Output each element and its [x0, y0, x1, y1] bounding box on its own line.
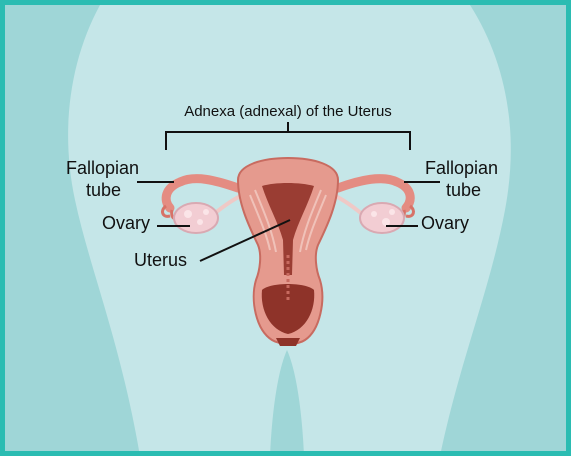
- right-ovary: [360, 203, 404, 233]
- left-ovary-follicle: [197, 219, 203, 225]
- diagram-title: Adnexa (adnexal) of the Uterus: [0, 103, 571, 121]
- right-ovary-follicle: [371, 211, 377, 217]
- fallopian-left-label-line2: tube: [86, 180, 121, 201]
- left-ovary-follicle: [184, 210, 192, 218]
- vaginal-opening: [276, 338, 300, 346]
- left-ovary-follicle: [203, 209, 209, 215]
- right-ovary-follicle: [382, 218, 390, 226]
- left-ovary: [174, 203, 218, 233]
- ovary-left-label: Ovary: [102, 213, 150, 234]
- fallopian-right-label-line2: tube: [446, 180, 481, 201]
- fallopian-left-label: Fallopian: [66, 158, 139, 179]
- uterus-label: Uterus: [134, 250, 187, 271]
- ovary-right-label: Ovary: [421, 213, 469, 234]
- right-ovary-follicle: [389, 209, 395, 215]
- fallopian-right-label: Fallopian: [425, 158, 498, 179]
